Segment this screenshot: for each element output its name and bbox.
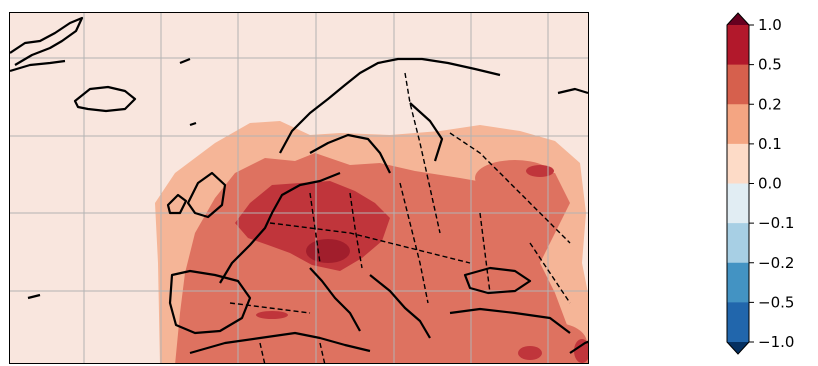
colorbar-block — [727, 183, 749, 224]
colorbar-svg: 1.0 0.5 0.2 0.1 0.0 −0.1 −0.2 −0.5 −1.0 — [726, 12, 794, 355]
colorbar-block — [727, 104, 749, 145]
colorbar-block — [727, 302, 749, 343]
map-panel — [9, 12, 589, 364]
anomaly-patch-south — [265, 322, 355, 340]
colorbar-block — [727, 143, 749, 184]
colorbar-tick-label: 1.0 — [758, 16, 782, 34]
coastlines — [10, 16, 588, 355]
colorbar: 1.0 0.5 0.2 0.1 0.0 −0.1 −0.2 −0.5 −1.0 — [720, 0, 818, 366]
colorbar-tick-label: −1.0 — [758, 333, 794, 351]
colorbar-block — [727, 262, 749, 303]
colorbar-tick-label: 0.1 — [758, 135, 782, 153]
colorbar-extend-max — [727, 13, 749, 25]
country-borders — [229, 72, 571, 363]
anomaly-core-east — [526, 165, 554, 177]
anomaly-core-alps — [306, 239, 350, 263]
colorbar-tick-label: 0.0 — [758, 175, 782, 193]
anomaly-core-east-edge — [574, 339, 588, 363]
colorbar-tick-label: 0.5 — [758, 56, 782, 74]
map-svg — [10, 13, 588, 363]
colorbar-tick-label: −0.1 — [758, 214, 794, 232]
colorbar-block — [727, 223, 749, 264]
colorbar-extend-min — [727, 342, 749, 354]
colorbar-ticks: 1.0 0.5 0.2 0.1 0.0 −0.1 −0.2 −0.5 −1.0 — [749, 16, 794, 351]
anomaly-core-south — [256, 311, 288, 319]
anomaly-core-southeast — [518, 346, 542, 360]
colorbar-block — [727, 64, 749, 105]
colorbar-blocks — [727, 25, 749, 343]
colorbar-tick-label: −0.5 — [758, 293, 794, 311]
gridlines — [10, 13, 588, 363]
colorbar-block — [727, 25, 749, 66]
colorbar-tick-label: −0.2 — [758, 254, 794, 272]
colorbar-tick-label: 0.2 — [758, 95, 782, 113]
